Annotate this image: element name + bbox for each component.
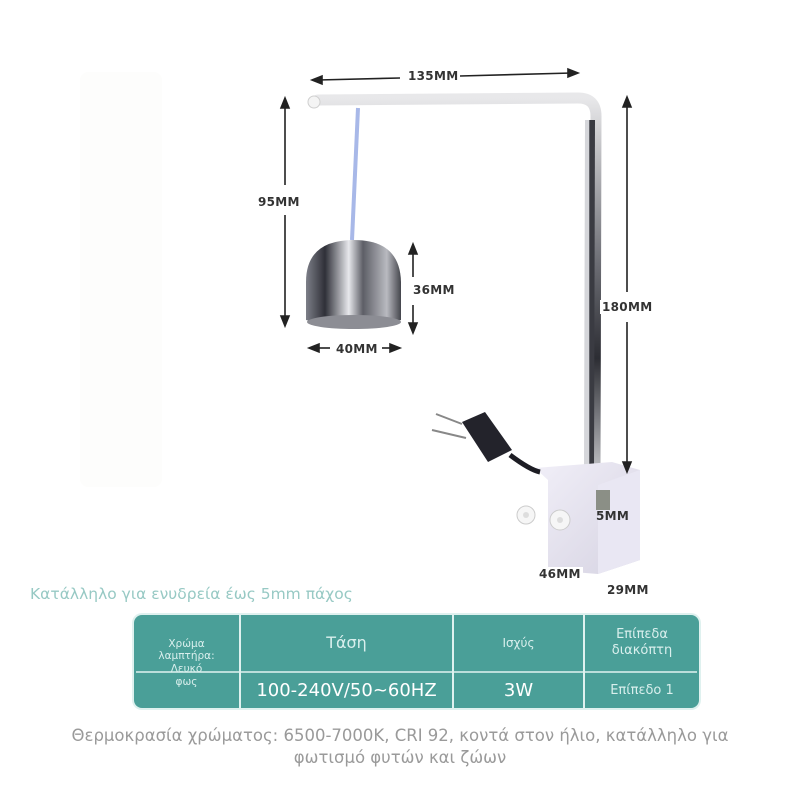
header-line: Χρώμα xyxy=(168,637,205,650)
dimension-arrows xyxy=(279,67,633,475)
col-divider xyxy=(583,615,585,708)
footer-line-2: φωτισμό φυτών και ζώων xyxy=(293,748,507,767)
background-panel xyxy=(80,72,162,487)
dim-clamp-depth: 46MM xyxy=(537,567,583,581)
header-switch-levels: Επίπεδα διακόπτη xyxy=(585,615,699,671)
dim-shade-height: 36MM xyxy=(411,283,457,297)
footer-line-1: Θερμοκρασία χρώματος: 6500-7000K, CRI 92… xyxy=(71,726,729,745)
dim-shade-width: 40MM xyxy=(334,342,380,356)
value-switch-levels: Επίπεδο 1 xyxy=(610,682,674,698)
header-lamp-color: Χρώμα λαμπτήρα: Λευκό φως xyxy=(134,623,239,703)
header-line: Επίπεδα xyxy=(616,627,668,643)
dim-pole-height: 180MM xyxy=(600,300,655,314)
header-line: φως xyxy=(175,675,198,688)
dim-drop-height: 95MM xyxy=(256,195,302,209)
spec-table: Χρώμα λαμπτήρα: Λευκό φως Τάση Ισχύς Επί… xyxy=(134,615,699,708)
lamp-shade-icon xyxy=(306,240,401,326)
header-line: διακόπτη xyxy=(611,643,673,658)
header-voltage: Τάση xyxy=(326,633,367,653)
clamp-icon xyxy=(516,462,640,574)
col-divider xyxy=(452,615,454,708)
row-divider xyxy=(136,671,697,673)
color-temperature-note: Θερμοκρασία χρώματος: 6500-7000K, CRI 92… xyxy=(0,725,800,769)
arm-end-cap xyxy=(307,95,321,109)
lamp-cable xyxy=(350,107,360,241)
dim-clamp-width: 29MM xyxy=(605,583,651,597)
power-plug-icon xyxy=(431,412,541,475)
dim-clamp-gap: 5MM xyxy=(596,509,630,523)
arm-tube xyxy=(312,92,602,476)
dim-arm-width: 135MM xyxy=(406,69,461,83)
header-power: Ισχύς xyxy=(502,635,535,650)
header-line: λαμπτήρα: xyxy=(158,650,215,663)
suitability-note: Κατάλληλο για ενυδρεία έως 5mm πάχος xyxy=(30,585,353,603)
lamp-illustration xyxy=(279,67,640,574)
header-line: Λευκό xyxy=(170,663,203,675)
value-voltage: 100-240V/50~60HZ xyxy=(256,679,437,701)
value-power: 3W xyxy=(503,679,534,701)
col-divider xyxy=(239,615,241,708)
